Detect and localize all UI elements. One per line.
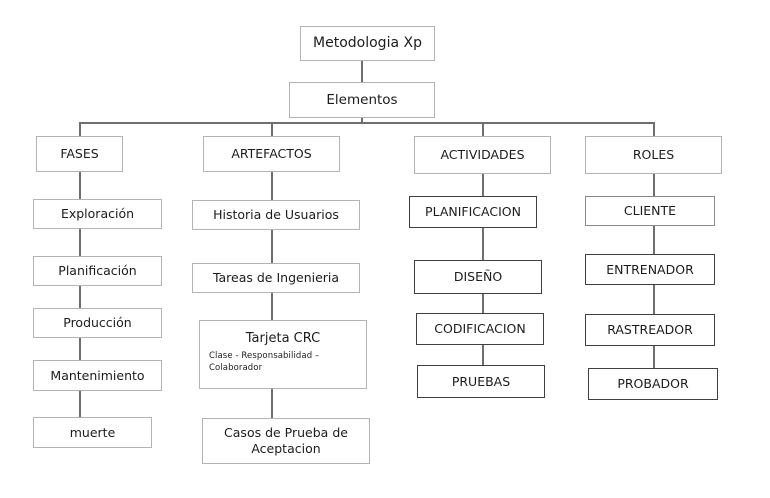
node-artefactos-header[interactable]: ARTEFACTOS: [203, 136, 340, 172]
node-rastreador[interactable]: RASTREADOR: [585, 314, 715, 346]
node-label: PLANIFICACION: [425, 204, 521, 220]
connector-bus-to-artefactos: [271, 122, 273, 136]
node-label: DISEÑO: [453, 269, 503, 285]
connector-actividades-2: [482, 228, 484, 260]
node-tareas-de-ingenieria[interactable]: Tareas de Ingenieria: [192, 263, 360, 293]
connector-artefactos-4: [271, 389, 273, 418]
node-label: Producción: [63, 315, 132, 331]
node-historia-de-usuarios[interactable]: Historia de Usuarios: [192, 200, 360, 230]
connector-bus-horizontal: [79, 122, 654, 124]
node-label: Mantenimiento: [50, 367, 145, 383]
node-mantenimiento[interactable]: Mantenimiento: [33, 360, 162, 391]
node-diseno[interactable]: DISEÑO: [414, 260, 542, 294]
connector-roles-3: [653, 285, 655, 314]
node-label: Casos de Prueba de Aceptacion: [224, 425, 348, 456]
node-label: Tareas de Ingenieria: [212, 270, 340, 286]
node-entrenador[interactable]: ENTRENADOR: [585, 254, 715, 285]
node-label: ACTIVIDADES: [440, 147, 525, 163]
node-label: ROLES: [632, 147, 675, 163]
node-label: muerte: [69, 424, 116, 440]
node-planificacion-fase[interactable]: Planificación: [33, 256, 162, 286]
node-label: ARTEFACTOS: [231, 146, 312, 162]
node-cliente[interactable]: CLIENTE: [585, 196, 715, 226]
connector-bus-to-actividades: [482, 122, 484, 136]
connector-actividades-1: [482, 174, 484, 196]
node-label: Exploración: [60, 206, 135, 222]
node-elementos[interactable]: Elementos: [289, 82, 435, 118]
connector-fases-5: [79, 391, 81, 417]
connector-fases-1: [79, 172, 81, 199]
node-label: Metodologia Xp: [313, 34, 422, 51]
node-codificacion[interactable]: CODIFICACION: [416, 313, 544, 345]
connector-fases-3: [79, 286, 81, 308]
node-pruebas[interactable]: PRUEBAS: [417, 365, 545, 398]
node-produccion[interactable]: Producción: [33, 308, 162, 338]
node-label: Tarjeta CRC: [245, 331, 321, 346]
node-label: RASTREADOR: [607, 322, 693, 338]
node-probador[interactable]: PROBADOR: [588, 368, 718, 400]
node-label: Elementos: [326, 91, 398, 108]
node-muerte[interactable]: muerte: [33, 417, 152, 448]
node-label: ENTRENADOR: [606, 261, 694, 277]
node-label: FASES: [60, 146, 99, 162]
connector-root-to-elementos: [361, 61, 363, 82]
node-label: PROBADOR: [617, 376, 689, 392]
connector-bus-to-fases: [79, 122, 81, 136]
connector-fases-2: [79, 229, 81, 256]
connector-actividades-3: [482, 294, 484, 313]
node-casos-de-prueba-de-aceptacion[interactable]: Casos de Prueba de Aceptacion: [202, 418, 370, 464]
connector-artefactos-1: [271, 172, 273, 200]
node-metodologia-xp[interactable]: Metodologia Xp: [300, 26, 435, 61]
connector-fases-4: [79, 338, 81, 360]
connector-actividades-4: [482, 345, 484, 365]
connector-elementos-to-bus: [361, 112, 363, 124]
node-label: Historia de Usuarios: [213, 207, 339, 223]
node-tarjeta-crc[interactable]: Tarjeta CRC Clase - Responsabilidad – Co…: [199, 320, 367, 389]
connector-bus-to-roles: [653, 122, 655, 136]
node-label: PRUEBAS: [451, 373, 511, 389]
node-roles-header[interactable]: ROLES: [585, 136, 722, 174]
connector-roles-4: [653, 346, 655, 368]
connector-artefactos-2: [271, 230, 273, 263]
node-actividades-header[interactable]: ACTIVIDADES: [414, 136, 551, 174]
node-planificacion-actividad[interactable]: PLANIFICACION: [409, 196, 537, 228]
node-label: CODIFICACION: [434, 321, 526, 337]
connector-artefactos-3: [271, 293, 273, 320]
node-label: CLIENTE: [623, 203, 677, 219]
node-label: Planificación: [58, 263, 137, 279]
node-exploracion[interactable]: Exploración: [33, 199, 162, 229]
node-sublabel: Clase - Responsabilidad – Colaborador: [209, 351, 320, 373]
connector-roles-1: [653, 174, 655, 196]
node-fases-header[interactable]: FASES: [36, 136, 123, 172]
connector-roles-2: [653, 226, 655, 254]
